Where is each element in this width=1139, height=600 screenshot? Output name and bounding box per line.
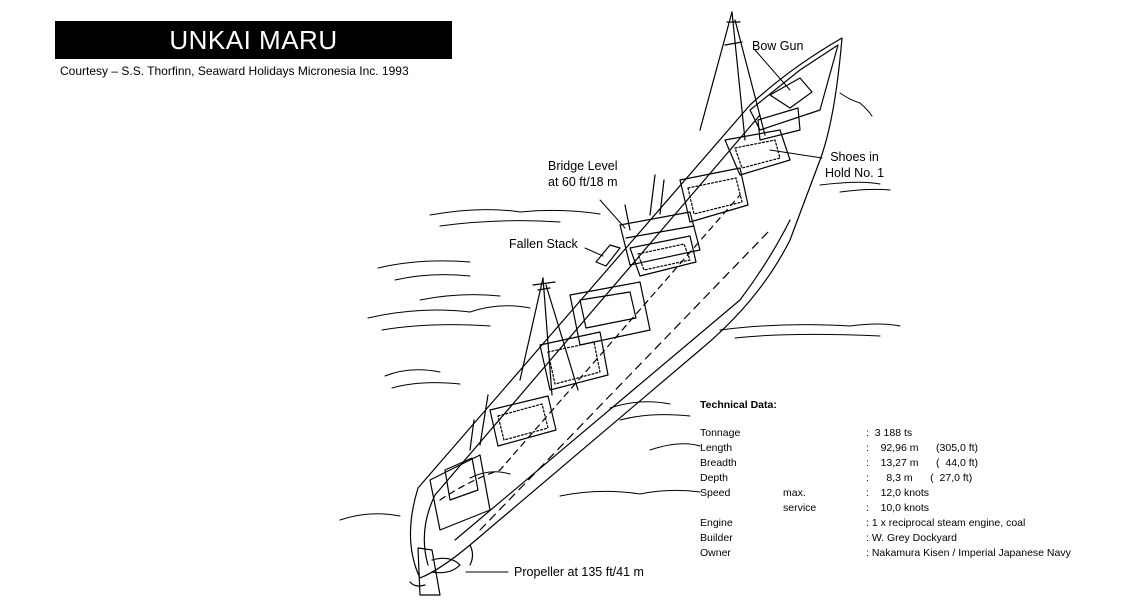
technical-data-panel: Technical Data: Tonnage : 3 188 ts Length:… bbox=[700, 399, 1071, 562]
row-label: Depth bbox=[700, 472, 729, 484]
fallen-stack bbox=[595, 244, 621, 267]
bow-gun-label: Bow Gun bbox=[752, 39, 804, 53]
row-sublabel: service bbox=[783, 502, 817, 514]
technical-data-row: Engine : 1 x reciprocal steam engine, coa… bbox=[700, 517, 1025, 532]
row-label: Tonnage bbox=[700, 427, 741, 439]
row-label: Engine bbox=[700, 517, 733, 529]
row-sublabel: max. bbox=[783, 487, 806, 499]
row-value: : 10,0 knots bbox=[866, 502, 930, 514]
cargo-holds bbox=[489, 129, 791, 447]
forward-mast bbox=[699, 11, 766, 141]
technical-data-row: Depth : 8,3 m ( 27,0 ft) bbox=[700, 472, 972, 487]
technical-data-rows: Tonnage : 3 188 ts Length : 92,96 m (305,0 … bbox=[700, 427, 1071, 562]
row-label: Owner bbox=[700, 547, 731, 559]
row-value: : 92,96 m (305,0 ft) bbox=[866, 442, 979, 454]
row-value: : 3 188 ts bbox=[866, 427, 913, 439]
technical-data-row: Speed max. : 12,0 knots bbox=[700, 487, 929, 502]
technical-data-row: Tonnage : 3 188 ts bbox=[700, 427, 912, 442]
row-label: Length bbox=[700, 442, 733, 454]
fallen-stack-label: Fallen Stack bbox=[509, 237, 578, 251]
propeller-label: Propeller at 135 ft/41 m bbox=[514, 565, 644, 579]
row-value: : Nakamura Kisen / Imperial Japanese Nav… bbox=[866, 547, 1071, 559]
courtesy-credit: Courtesy – S.S. Thorfinn, Seaward Holida… bbox=[60, 64, 409, 78]
row-value: : 1 x reciprocal steam engine, coal bbox=[866, 517, 1026, 529]
title-banner: UNKAI MARU bbox=[55, 21, 452, 59]
row-value: : 13,27 m ( 44,0 ft) bbox=[866, 457, 979, 469]
technical-data-heading: Technical Data: bbox=[700, 399, 777, 411]
technical-data-row: Owner : Nakamura Kisen / Imperial Japanes… bbox=[700, 547, 1071, 562]
technical-data-row: Breadth : 13,27 m ( 44,0 ft) bbox=[700, 457, 978, 472]
propeller bbox=[409, 547, 461, 596]
row-label: Breadth bbox=[700, 457, 737, 469]
page-title: UNKAI MARU bbox=[169, 24, 338, 55]
bridge-level-label: Bridge Level at 60 ft/18 m bbox=[548, 159, 618, 189]
leader-lines bbox=[465, 49, 823, 573]
row-value: : W. Grey Dockyard bbox=[866, 532, 958, 544]
aft-mast bbox=[519, 277, 579, 396]
technical-data-row: service : 10,0 knots bbox=[700, 502, 929, 517]
technical-data-row: Length : 92,96 m (305,0 ft) bbox=[700, 442, 978, 457]
row-label: Speed bbox=[700, 487, 731, 499]
row-value: : 8,3 m ( 27,0 ft) bbox=[866, 472, 973, 484]
stern-deck bbox=[429, 394, 491, 531]
shoes-hold-label: Shoes in Hold No. 1 bbox=[825, 150, 885, 180]
technical-data-row: Builder : W. Grey Dockyard bbox=[700, 532, 957, 547]
row-value: : 12,0 knots bbox=[866, 487, 930, 499]
row-label: Builder bbox=[700, 532, 733, 544]
water-lines bbox=[339, 92, 901, 521]
hull bbox=[409, 37, 843, 579]
bridge-superstructure bbox=[569, 174, 701, 346]
